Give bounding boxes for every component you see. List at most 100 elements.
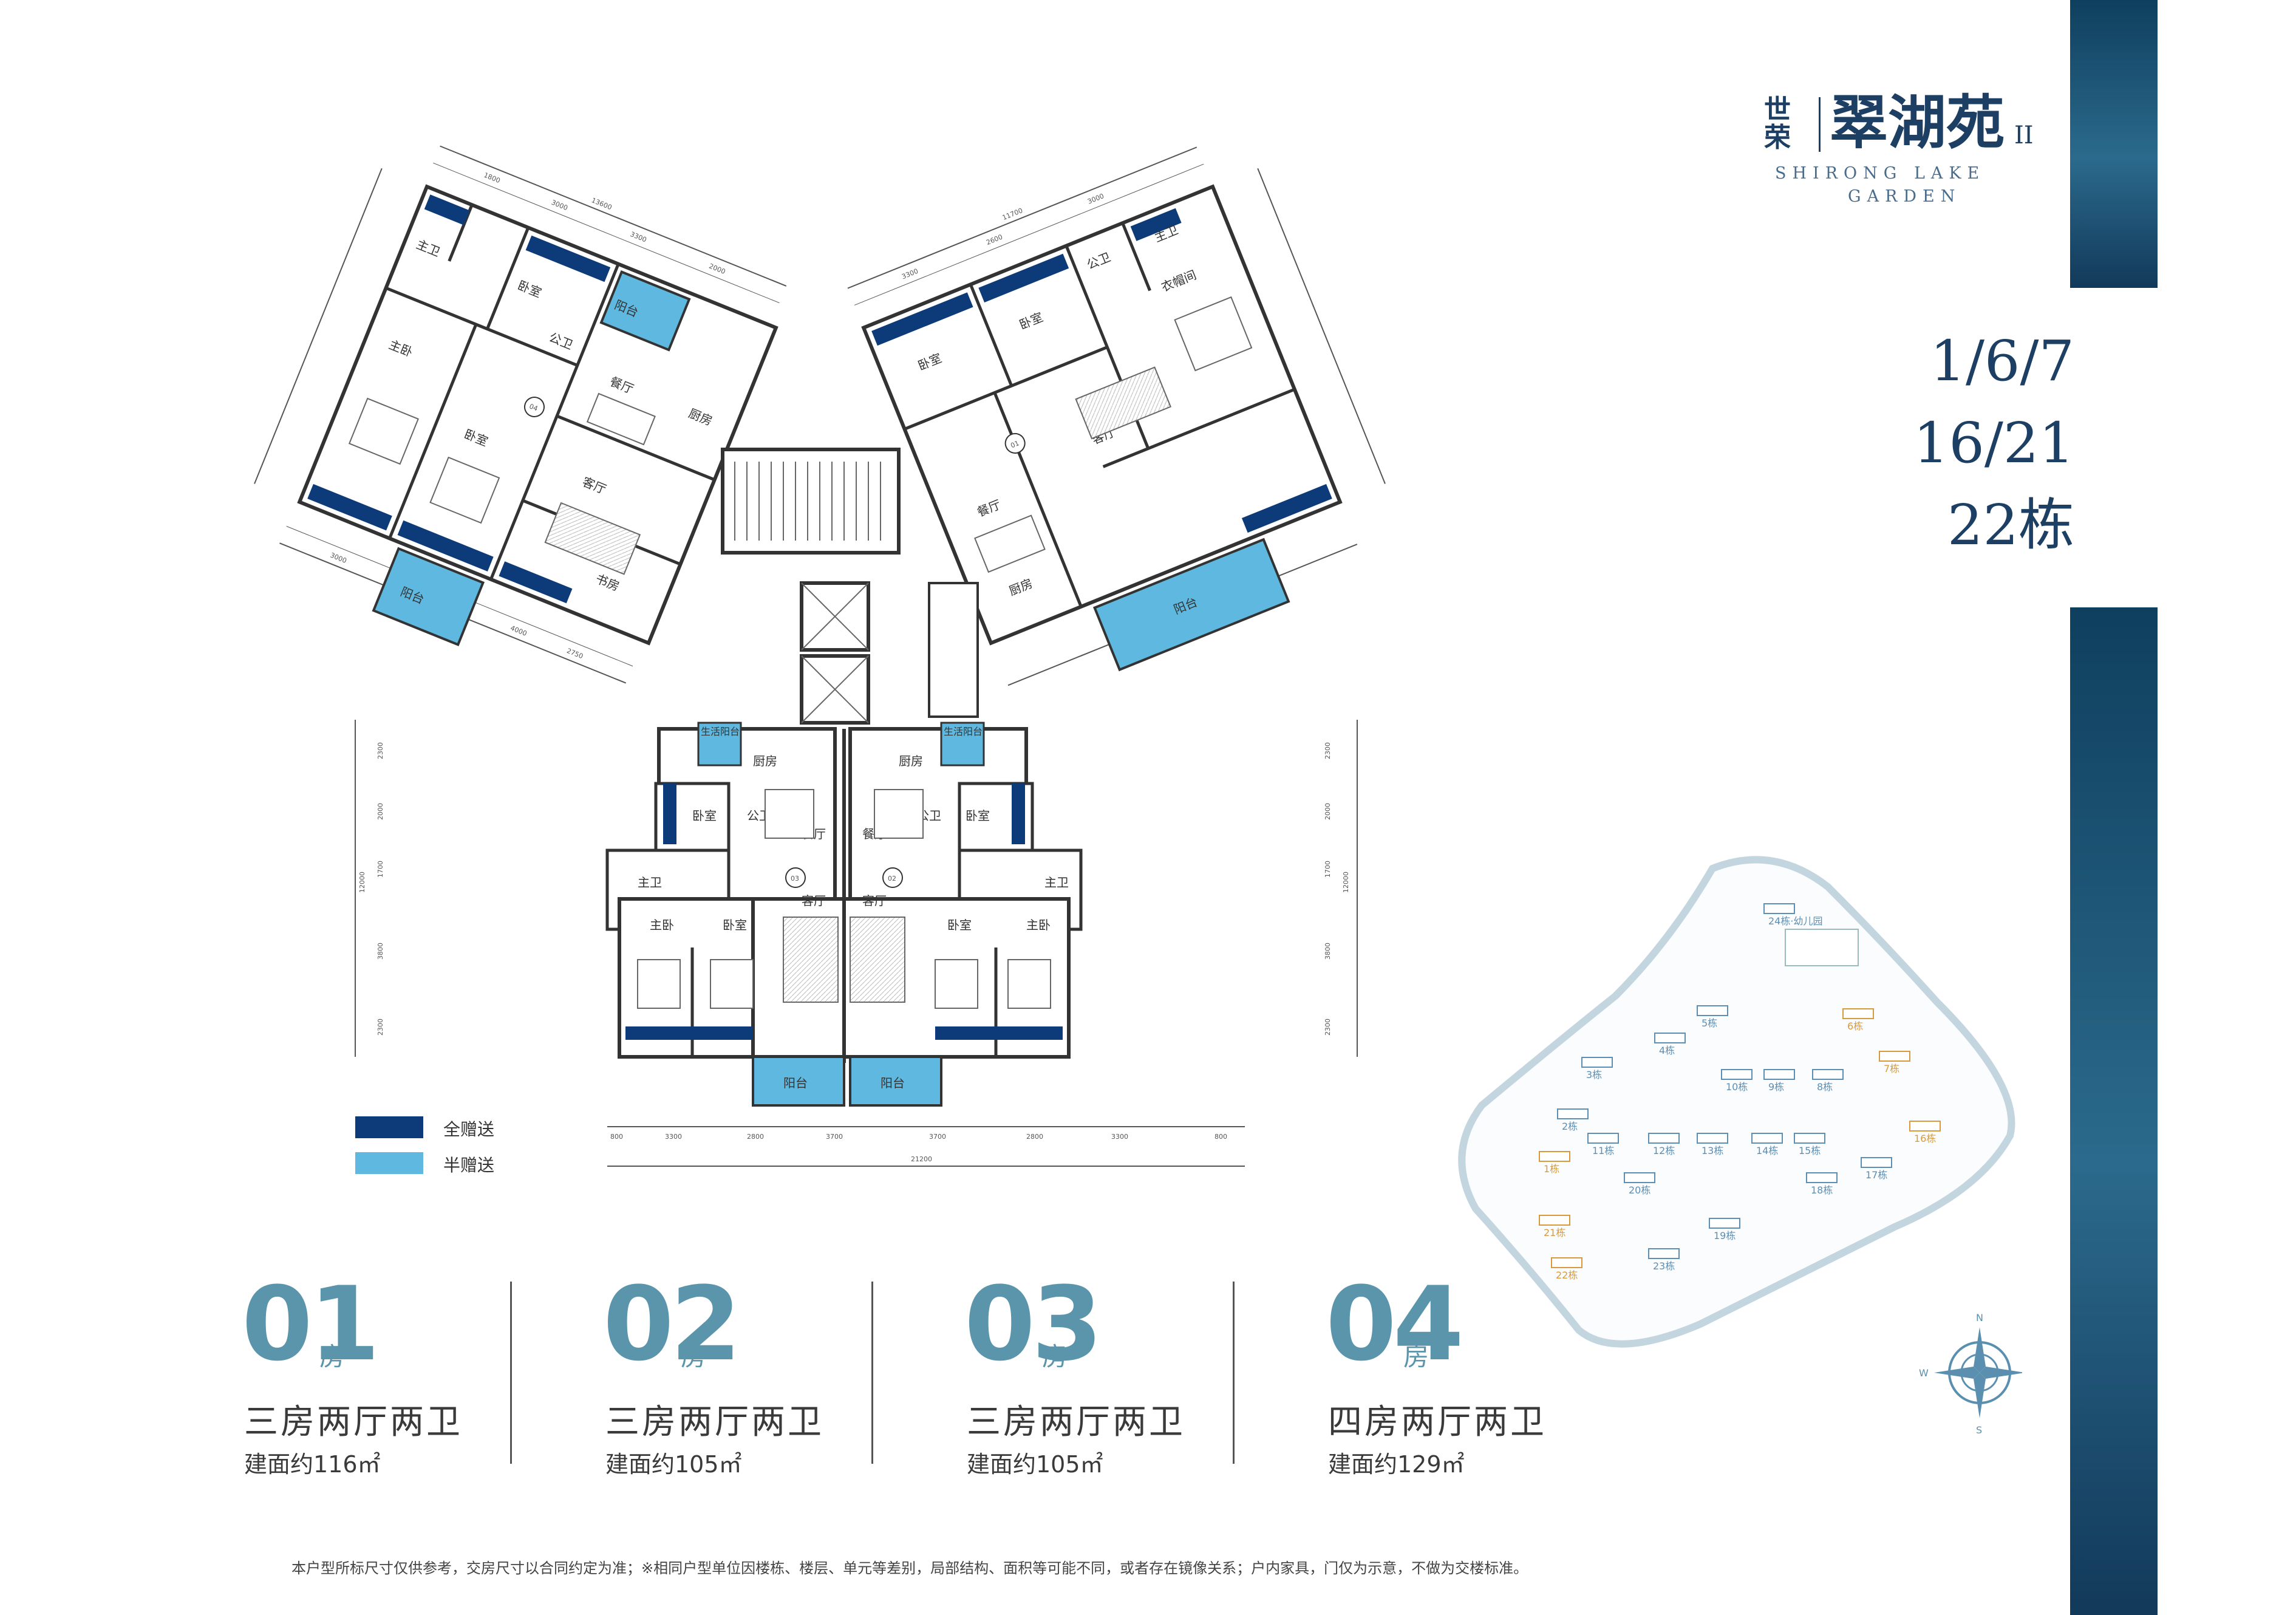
site-building-label: 11栋 — [1592, 1145, 1614, 1156]
svg-text:阳台: 阳台 — [881, 1076, 905, 1090]
unit-info-02: 02 房 三房两厅两卫 建面约105㎡ — [603, 1269, 931, 1488]
svg-text:2000: 2000 — [1324, 803, 1332, 820]
unit-area: 建面约116㎡ — [244, 1451, 381, 1478]
site-building-block — [1763, 903, 1795, 914]
disclaimer-footnote: 本户型所标尺寸仅供参考，交房尺寸以合同约定为准；※相同户型单位因楼栋、楼层、单元… — [291, 1560, 1528, 1577]
svg-text:2000: 2000 — [376, 803, 384, 820]
unit-suffix: 房 — [1042, 1342, 1068, 1371]
unit-suffix: 房 — [319, 1342, 346, 1371]
site-building-label: 7栋 — [1884, 1063, 1899, 1074]
unit-layout: 三房两厅两卫 — [244, 1402, 463, 1442]
svg-text:主卫: 主卫 — [1044, 875, 1069, 890]
site-building-block — [1697, 1133, 1728, 1144]
unit-area: 建面约105㎡ — [967, 1451, 1103, 1478]
legend-label-full: 全赠送 — [443, 1119, 495, 1139]
site-building-block — [1587, 1133, 1619, 1144]
site-building-label: 13栋 — [1702, 1145, 1723, 1156]
svg-text:800: 800 — [610, 1133, 623, 1141]
legend-swatch-full — [355, 1116, 423, 1138]
site-building-label: 4栋 — [1659, 1045, 1675, 1056]
unit-info-03: 03 房 三房两厅两卫 建面约105㎡ — [964, 1269, 1292, 1488]
logo-separator — [1819, 97, 1821, 152]
site-building-block — [1812, 1069, 1844, 1080]
svg-text:12000: 12000 — [358, 872, 366, 893]
svg-text:主卫: 主卫 — [638, 875, 662, 890]
svg-text:2300: 2300 — [376, 1019, 384, 1036]
building-list-3: 22栋 — [1947, 493, 2074, 558]
site-building-block — [1763, 1069, 1795, 1080]
unit-info-04: 04 房 四房两厅两卫 建面约129㎡ — [1326, 1269, 1654, 1488]
svg-text:13600: 13600 — [590, 196, 613, 211]
site-building-block — [1648, 1133, 1680, 1144]
site-building-block — [1751, 1133, 1783, 1144]
site-building-block — [1709, 1218, 1740, 1229]
svg-text:2750: 2750 — [565, 647, 584, 661]
site-building-block — [1721, 1069, 1753, 1080]
site-building-block — [1648, 1248, 1680, 1259]
building-list-2: 16/21 — [1913, 411, 2074, 476]
legend-label-half: 半赠送 — [443, 1155, 495, 1175]
svg-text:3700: 3700 — [929, 1133, 946, 1141]
svg-text:3300: 3300 — [629, 230, 648, 244]
site-building-block — [1842, 1008, 1874, 1019]
site-building-label: 23栋 — [1653, 1260, 1675, 1272]
svg-text:1800: 1800 — [483, 171, 502, 185]
svg-text:04: 04 — [528, 402, 539, 412]
site-building-block — [1909, 1121, 1941, 1132]
unit-info-01: 01 房 三房两厅两卫 建面约116㎡ — [242, 1269, 570, 1488]
unit-04-plan: 1800 3000 3300 2000 13600 3000 3000 4000… — [254, 145, 787, 684]
svg-text:主卧: 主卧 — [650, 918, 674, 932]
site-building-label: 2栋 — [1562, 1121, 1578, 1132]
site-building-block — [1861, 1157, 1892, 1168]
logo-english-line1: SHIRONG LAKE — [1775, 164, 1986, 183]
svg-text:卧室: 卧室 — [723, 918, 747, 932]
site-building-label: 8栋 — [1817, 1081, 1833, 1093]
site-building-label: 16栋 — [1914, 1133, 1936, 1144]
svg-text:3800: 3800 — [376, 943, 384, 960]
svg-text:主卧: 主卧 — [1026, 918, 1051, 932]
site-building-label: 21栋 — [1544, 1227, 1565, 1238]
building-core — [721, 448, 979, 725]
svg-text:800: 800 — [1214, 1133, 1227, 1141]
svg-text:N: N — [1976, 1312, 1983, 1323]
unit-area: 建面约105㎡ — [605, 1451, 742, 1478]
unit-number: 01 — [242, 1265, 380, 1384]
site-building-label: 5栋 — [1702, 1017, 1717, 1029]
svg-text:生活阳台: 生活阳台 — [944, 726, 983, 737]
site-building-block — [1551, 1257, 1582, 1268]
logo-suffix: II — [2014, 121, 2034, 149]
site-building-block — [1697, 1005, 1728, 1016]
decor-bar-bottom — [2070, 607, 2158, 1615]
site-building-block — [1581, 1057, 1613, 1068]
svg-text:4000: 4000 — [509, 624, 528, 638]
building-list-1: 1/6/7 — [1930, 329, 2074, 394]
svg-text:03: 03 — [791, 875, 799, 883]
svg-text:2000: 2000 — [708, 262, 727, 276]
units-02-03-plan: 2300 2000 1700 3800 2300 12000 2300 2000… — [355, 720, 1358, 1167]
decor-bar-top — [2070, 0, 2158, 288]
svg-text:2600: 2600 — [985, 233, 1004, 247]
unit-number: 02 — [603, 1265, 741, 1384]
svg-text:1700: 1700 — [1324, 861, 1332, 878]
site-building-label: 19栋 — [1714, 1230, 1736, 1241]
svg-text:11700: 11700 — [1001, 207, 1024, 222]
svg-text:02: 02 — [888, 875, 896, 883]
unit-number: 03 — [964, 1265, 1103, 1384]
svg-text:客厅: 客厅 — [802, 893, 826, 908]
svg-text:21200: 21200 — [911, 1155, 932, 1163]
svg-text:卧室: 卧室 — [692, 808, 717, 823]
svg-text:生活阳台: 生活阳台 — [701, 726, 740, 737]
svg-text:阳台: 阳台 — [783, 1076, 808, 1090]
unit-01-plan: 3300 2600 3000 11700 6400 11700 卧室 卧室 公卫… — [847, 146, 1386, 686]
svg-text:卧室: 卧室 — [966, 808, 990, 823]
site-building-label: 12栋 — [1653, 1145, 1675, 1156]
unit-divider — [871, 1282, 873, 1464]
svg-text:S: S — [1976, 1424, 1982, 1436]
site-building-label: 6栋 — [1847, 1020, 1863, 1032]
svg-text:01: 01 — [1009, 439, 1020, 449]
site-building-block — [1654, 1033, 1686, 1043]
unit-suffix: 房 — [1403, 1342, 1429, 1371]
svg-text:3300: 3300 — [901, 267, 919, 281]
unit-number: 04 — [1326, 1265, 1464, 1384]
